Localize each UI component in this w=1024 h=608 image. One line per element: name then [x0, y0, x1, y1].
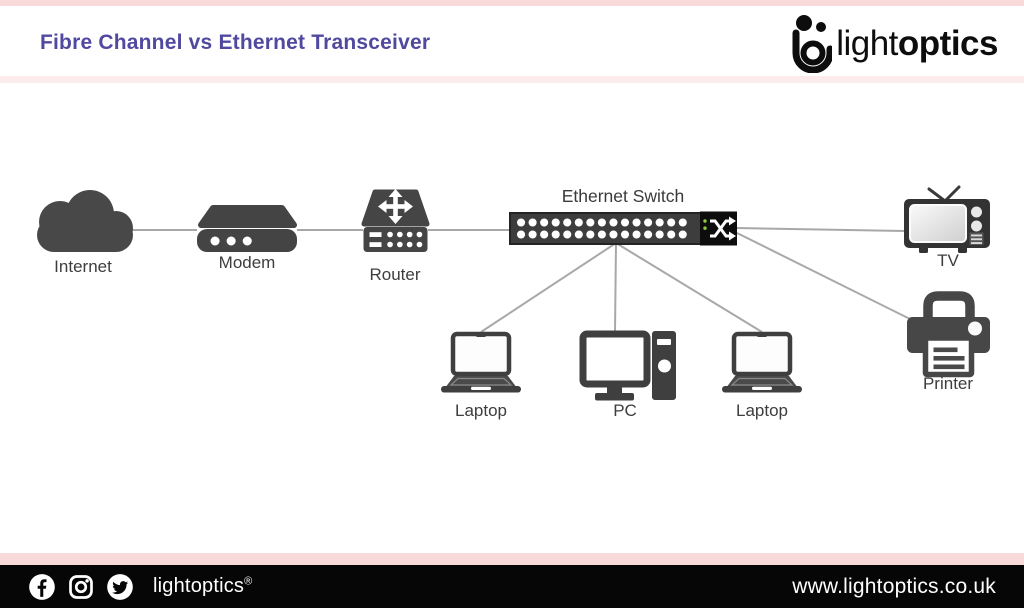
label-pc: PC [613, 401, 637, 420]
label-laptop-left: Laptop [455, 401, 507, 420]
facebook-icon[interactable] [28, 573, 56, 601]
top-accent-strip [0, 0, 1024, 6]
line-switch-pc [614, 242, 617, 333]
line-switch-laptop-left [480, 242, 617, 333]
printer-icon [907, 291, 990, 378]
laptop-right-icon [722, 333, 802, 393]
footer-accent-strip [0, 553, 1024, 565]
registered-mark: ® [244, 575, 253, 588]
pc-icon [579, 330, 676, 401]
label-modem: Modem [218, 253, 276, 272]
lightoptics-logo-text: lightoptics [836, 26, 998, 61]
line-switch-printer [736, 232, 913, 321]
footer-website[interactable]: www.lightoptics.co.uk [792, 574, 996, 598]
label-internet: Internet [54, 257, 112, 276]
laptop-left-icon [441, 333, 521, 393]
label-printer: Printer [922, 374, 974, 393]
label-laptop-right: Laptop [736, 401, 788, 420]
footer: lightoptics® www.lightoptics.co.uk [0, 565, 1024, 608]
lightoptics-logo-icon [792, 15, 833, 73]
footer-brand: lightoptics® [153, 575, 252, 598]
label-router: Router [369, 265, 421, 284]
internet-cloud-icon [37, 190, 133, 252]
label-tv: TV [937, 251, 959, 270]
page-title: Fibre Channel vs Ethernet Transceiver [40, 31, 431, 54]
logo-light-part: light [836, 23, 898, 63]
connection-lines [131, 227, 913, 333]
crossover-icon [710, 219, 730, 238]
footer-social: lightoptics® [28, 573, 252, 601]
ethernet-switch-icon [509, 211, 737, 246]
logo-bold-part: optics [897, 23, 999, 63]
line-switch-laptop-right [615, 242, 763, 333]
modem-icon [197, 205, 297, 252]
label-ethernet-switch: Ethernet Switch [561, 186, 685, 206]
header-divider [0, 76, 1024, 83]
footer-brand-text: lightoptics [153, 575, 245, 597]
router-icon [361, 189, 430, 252]
twitter-icon[interactable] [106, 573, 134, 601]
instagram-icon[interactable] [67, 573, 95, 601]
lightoptics-logo: lightoptics [788, 13, 999, 73]
tv-icon [904, 185, 990, 253]
line-switch-tv [736, 227, 907, 232]
